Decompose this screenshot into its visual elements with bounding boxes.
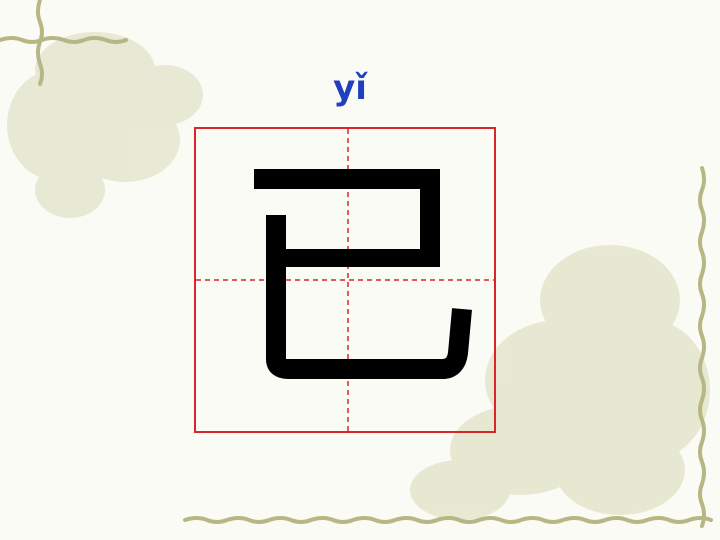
tian-zi-grid: 已 bbox=[194, 127, 496, 433]
pinyin-label: yǐ bbox=[333, 68, 367, 108]
vine-decoration-icon bbox=[698, 166, 706, 528]
character-glyph bbox=[254, 169, 472, 379]
vine-decoration-icon bbox=[183, 516, 713, 524]
grid-border bbox=[194, 127, 496, 433]
flower-watermark-icon bbox=[7, 32, 203, 218]
vine-decoration-icon bbox=[0, 0, 128, 86]
flower-watermark-icon bbox=[410, 245, 710, 520]
